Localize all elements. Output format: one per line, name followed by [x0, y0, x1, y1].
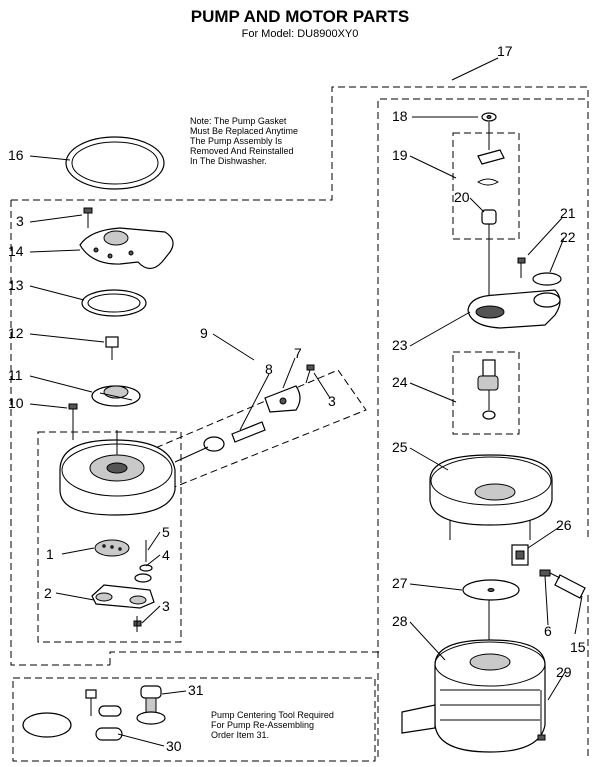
- callout-22: 22: [560, 229, 576, 245]
- svg-text:The Pump Assembly Is: The Pump Assembly Is: [190, 136, 283, 146]
- thermal-sensor-part: [539, 569, 586, 599]
- svg-text:In The Dishwasher.: In The Dishwasher.: [190, 156, 267, 166]
- callout-11: 11: [8, 367, 23, 383]
- model-subtitle: For Model: DU8900XY0: [242, 28, 359, 40]
- callout-27: 27: [392, 575, 408, 591]
- callout-8: 8: [265, 361, 273, 377]
- washer-part: [481, 112, 497, 122]
- callout-26: 26: [556, 517, 572, 533]
- thermal-clip-part: [511, 544, 529, 566]
- callout-30: 30: [166, 738, 182, 754]
- callout-31: 31: [188, 682, 204, 698]
- motor-mount-part: [429, 454, 553, 540]
- mounting-plate-part: [467, 289, 561, 329]
- callout-5: 5: [162, 524, 170, 540]
- coupler-part: [481, 209, 497, 300]
- callout-23: 23: [392, 337, 408, 353]
- callout-21: 21: [560, 205, 576, 221]
- seal-ring-part: [81, 289, 147, 317]
- screw-part: [83, 207, 93, 228]
- centering-tool-part: [136, 685, 166, 725]
- impeller-nut-part: [105, 336, 119, 360]
- motor-screw-part: [517, 257, 526, 278]
- assembly-borders: [10, 86, 589, 762]
- svg-text:Order Item 31.: Order Item 31.: [211, 730, 269, 740]
- screw-part-bottom: [133, 616, 142, 632]
- callout-12: 12: [8, 325, 24, 341]
- gasket-note: Note: The Pump Gasket Must Be Replaced A…: [190, 116, 298, 166]
- callout-7: 7: [294, 345, 302, 361]
- housing-cover-part: [79, 227, 174, 270]
- pump-gasket-part: [65, 136, 165, 190]
- callout-25: 25: [392, 439, 408, 455]
- callout-9: 9: [200, 325, 208, 341]
- page-title: PUMP AND MOTOR PARTS: [191, 7, 410, 26]
- callout-3-right: 3: [328, 393, 336, 409]
- callout-labels: 16 3 14 13 12 11 10 9 7 8 3 1 5 4 2 3 17…: [8, 43, 586, 754]
- callout-17: 17: [497, 43, 513, 59]
- centering-tool-note: Pump Centering Tool Required For Pump Re…: [211, 710, 334, 740]
- callout-3-top: 3: [16, 213, 24, 229]
- motor-shaft-part: [477, 359, 499, 420]
- svg-text:For Pump Re-Assembling: For Pump Re-Assembling: [211, 720, 314, 730]
- callout-6: 6: [544, 623, 552, 639]
- callout-28: 28: [392, 613, 408, 629]
- svg-text:Must Be Replaced Anytime: Must Be Replaced Anytime: [190, 126, 298, 136]
- strainer-part: [94, 539, 130, 557]
- callout-14: 14: [8, 243, 24, 259]
- callout-15: 15: [570, 639, 586, 655]
- leader-lines: [29, 57, 583, 747]
- callout-18: 18: [392, 108, 408, 124]
- pump-housing-part: [59, 424, 176, 516]
- slinger-disc-part: [462, 579, 520, 601]
- callout-4: 4: [162, 547, 170, 563]
- screw-part-10: [68, 403, 78, 424]
- impeller-part: [91, 385, 141, 407]
- callout-20: 20: [454, 189, 470, 205]
- callout-3-bottom: 3: [162, 598, 170, 614]
- centering-tool-kit-part: [22, 689, 123, 741]
- svg-text:Note: The Pump Gasket: Note: The Pump Gasket: [190, 116, 287, 126]
- shaft-seal-part: [532, 272, 562, 286]
- motor-bolt-part: [537, 690, 546, 741]
- drain-valve-assembly-part: [174, 364, 315, 463]
- spring-clip-part: [477, 122, 505, 186]
- callout-2: 2: [44, 585, 52, 601]
- callout-16: 16: [8, 147, 24, 163]
- flange-part: [91, 584, 155, 609]
- motor-part: [401, 600, 546, 753]
- callout-24: 24: [392, 374, 408, 390]
- callout-10: 10: [8, 395, 24, 411]
- svg-text:Pump Centering Tool Required: Pump Centering Tool Required: [211, 710, 334, 720]
- callout-19: 19: [392, 147, 408, 163]
- svg-text:Removed And Reinstalled: Removed And Reinstalled: [190, 146, 294, 156]
- callout-29: 29: [556, 664, 572, 680]
- grommet-part: [134, 540, 153, 583]
- callout-1: 1: [46, 546, 54, 562]
- callout-13: 13: [8, 277, 24, 293]
